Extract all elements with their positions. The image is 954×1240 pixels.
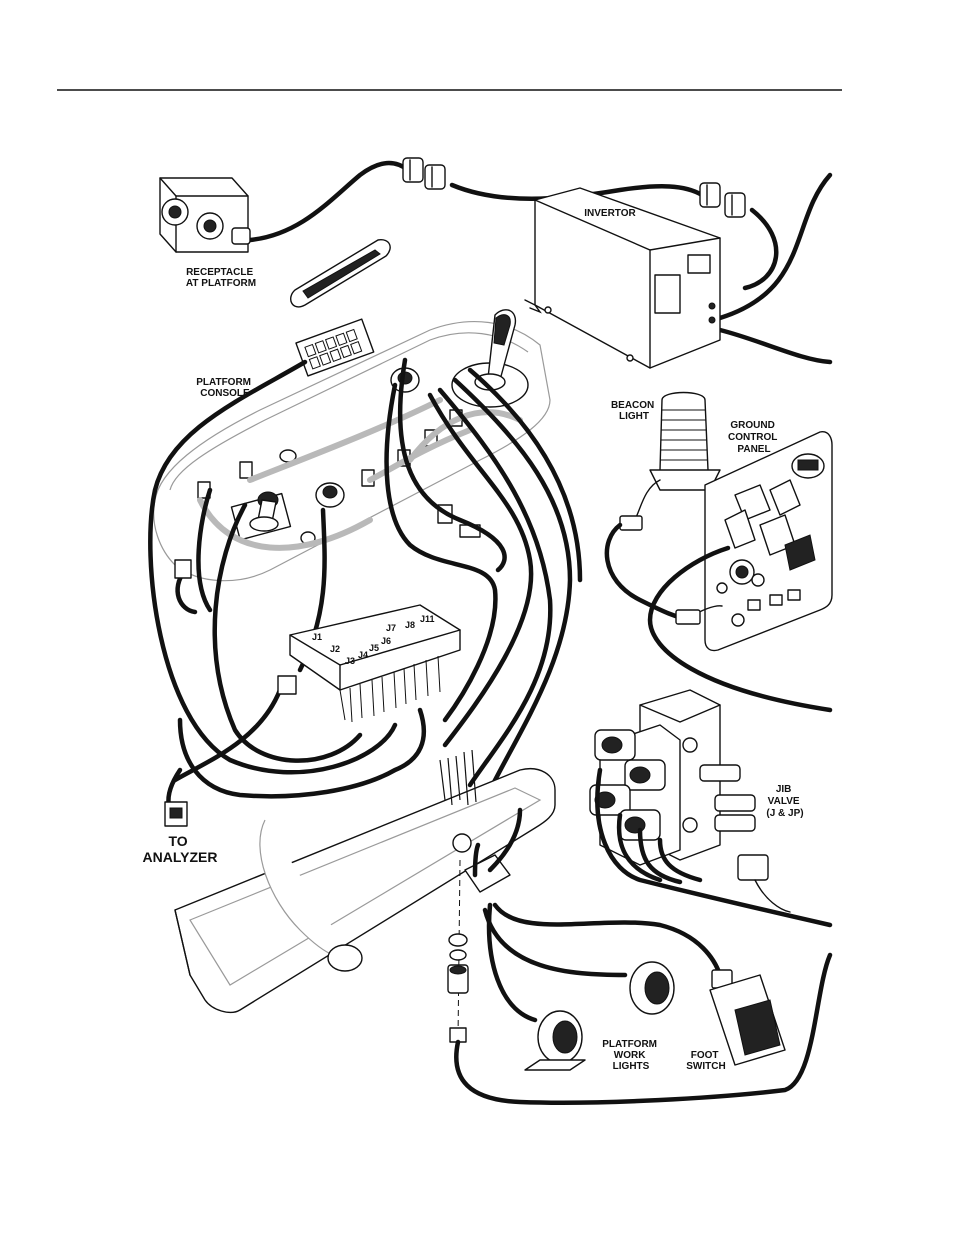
- work-light-left: [489, 905, 585, 1070]
- svg-text:J11: J11: [420, 614, 435, 624]
- beacon-light: [607, 393, 720, 619]
- to-analyzer-label: TO ANALYZER: [143, 833, 218, 865]
- svg-text:J3: J3: [345, 656, 355, 666]
- svg-text:J5: J5: [369, 643, 379, 653]
- foot-switch-label: FOOT SWITCH: [686, 1050, 725, 1072]
- beacon-light-label: BEACON LIGHT: [611, 400, 657, 422]
- receptacle-at-platform: [160, 178, 250, 252]
- svg-text:J2: J2: [330, 644, 340, 654]
- ground-control-panel-label: GROUND CONTROL PANEL: [728, 420, 780, 455]
- svg-text:J6: J6: [381, 636, 391, 646]
- svg-text:J8: J8: [405, 620, 415, 630]
- jib-valve-label: JIB VALVE (J & JP): [766, 784, 803, 819]
- svg-text:J1: J1: [312, 632, 322, 642]
- svg-text:J4: J4: [358, 650, 368, 660]
- console-light-lens: [291, 240, 390, 307]
- platform-work-lights-label: PLATFORM WORK LIGHTS: [602, 1039, 660, 1072]
- svg-text:J7: J7: [386, 623, 396, 633]
- platform-console: [154, 310, 550, 581]
- invertor-label: INVERTOR: [584, 208, 636, 219]
- receptacle-label: RECEPTACLE AT PLATFORM: [186, 267, 256, 289]
- inline-connector-2: [700, 183, 745, 217]
- inline-connector-1: [403, 158, 445, 189]
